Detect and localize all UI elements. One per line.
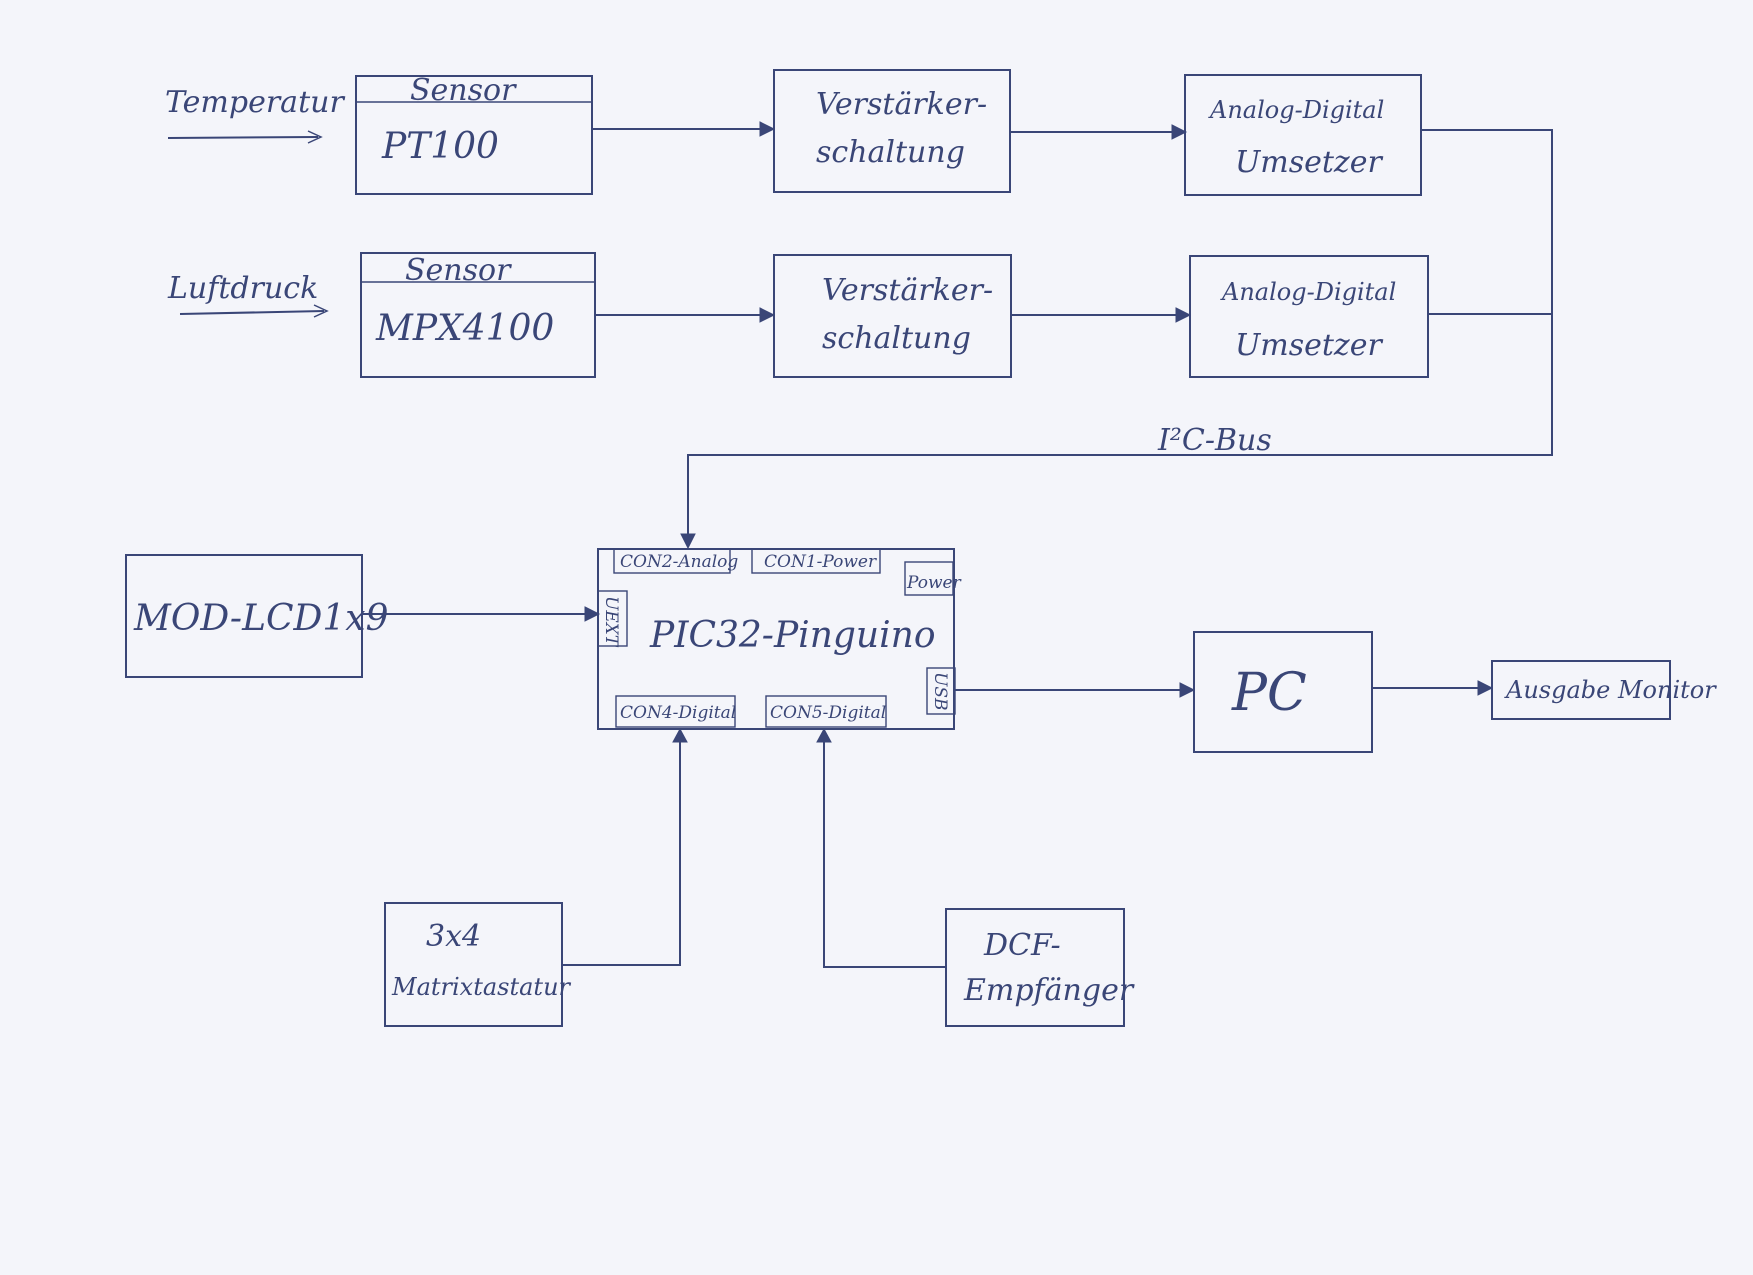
amplifier1-line2: schaltung [816,135,965,170]
dcf-line2: Empfänger [963,973,1135,1008]
keypad-line1: 3x4 [426,919,481,954]
adc1-line2: Umsetzer [1235,145,1383,180]
con5-digital-label: CON5-Digital [770,703,886,723]
uext-port: UEXT [597,590,628,648]
amp1-to-adc1-arrow [1171,124,1188,140]
power-port: Power [904,561,962,596]
amplifier2-box: Verstärker- schaltung [773,254,1012,378]
mcu-box: PIC32-Pinguino CON2-Analog CON1-Power Po… [597,548,962,730]
i2c-bus-line [687,129,1553,540]
lcd-to-uext-arrow [584,606,601,622]
adc2-line1: Analog-Digital [1220,278,1396,306]
usb-to-pc-arrow [1179,682,1196,698]
con4-digital-label: CON4-Digital [620,703,736,723]
sensor-pt100-header: Sensor [410,73,517,108]
adc2-box: Analog-Digital Umsetzer [1189,255,1429,378]
sensor-pt100-box: Sensor PT100 [355,73,593,195]
temperature-input-arrow [307,130,323,144]
pc-to-monitor-arrow [1477,680,1494,696]
mcu-name: PIC32-Pinguino [649,615,936,656]
con1-power-port: CON1-Power [751,548,881,574]
con1-power-label: CON1-Power [764,552,877,572]
sensor-mpx-to-amp-arrow [759,307,776,323]
con2-analog-label: CON2-Analog [620,552,738,572]
i2c-bus-arrow [680,533,696,550]
air-pressure-label: Luftdruck [167,271,318,306]
temperature-label: Temperatur [165,85,345,120]
sensor-mpx4100-header: Sensor [405,253,512,288]
keypad-box: 3x4 Matrixtastatur [384,902,572,1027]
temperature-input-line [167,136,319,139]
keypad-line2: Matrixtastatur [391,973,572,1001]
amplifier1-line1: Verstärker- [816,87,987,122]
amp2-to-adc2-arrow [1175,307,1192,323]
i2c-bus-label: I²C-Bus [1157,423,1272,458]
sensor-pt100-name: PT100 [381,126,499,167]
dcf-box: DCF- Empfänger [945,908,1135,1027]
air-pressure-input-arrow [313,304,329,318]
adc1-box: Analog-Digital Umsetzer [1184,74,1422,196]
uext-label: UEXT [601,596,621,648]
pc-label: PC [1231,663,1307,723]
amplifier1-box: Verstärker- schaltung [773,69,1011,193]
amplifier2-line2: schaltung [822,321,971,356]
sensor-mpx4100-box: Sensor MPX4100 [360,252,596,378]
air-pressure-input-line [179,310,325,315]
amplifier2-line1: Verstärker- [822,273,993,308]
lcd-box: MOD-LCD1x9 [125,554,389,678]
lcd-label: MOD-LCD1x9 [133,598,389,639]
pc-box: PC [1193,631,1373,753]
dcf-line1: DCF- [983,928,1061,963]
con4-digital-port: CON4-Digital [615,695,736,728]
keypad-to-con4-arrow [672,727,688,743]
monitor-box: Ausgabe Monitor [1491,660,1717,720]
usb-label: USB [930,672,950,710]
dcf-to-con5-arrow [816,727,832,743]
con5-digital-port: CON5-Digital [765,695,887,728]
con2-analog-port: CON2-Analog [613,548,738,574]
power-label: Power [906,573,962,593]
monitor-label: Ausgabe Monitor [1504,676,1717,704]
usb-port: USB [926,667,956,715]
adc2-line2: Umsetzer [1235,328,1383,363]
sensor-mpx4100-name: MPX4100 [375,308,554,349]
keypad-to-con4-line [562,736,681,966]
dcf-to-con5-line [823,736,946,968]
sensor-pt100-to-amp-arrow [759,121,776,137]
adc1-line1: Analog-Digital [1208,96,1384,124]
